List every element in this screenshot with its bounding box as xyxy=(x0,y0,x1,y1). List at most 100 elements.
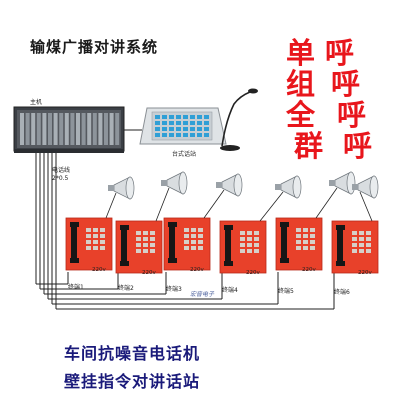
handset-icon xyxy=(337,227,343,263)
keypad-key xyxy=(184,246,189,250)
terminal-label: 终端5 xyxy=(278,287,294,295)
cable-label-line2: 2*0.5 xyxy=(52,175,69,182)
keypad-key xyxy=(93,246,98,250)
keypad-key xyxy=(191,234,196,238)
keypad-key xyxy=(143,243,148,247)
keypad-key xyxy=(86,234,91,238)
keypad-key xyxy=(254,249,259,253)
rack-slot xyxy=(70,113,75,145)
keypad-key xyxy=(86,228,91,232)
keypad-key xyxy=(247,237,252,241)
call-mode-char: 群 xyxy=(294,129,324,163)
keypad-key xyxy=(240,249,245,253)
desk-key xyxy=(169,127,174,131)
keypad-key xyxy=(366,243,371,247)
desk-key xyxy=(155,133,160,137)
desk-key xyxy=(162,121,167,125)
voltage-label: 220v xyxy=(246,270,260,276)
rack-slot xyxy=(48,113,52,145)
desk-station-label: 台式话站 xyxy=(172,150,196,158)
horn-speaker-icon xyxy=(161,171,188,195)
terminal-label: 终端3 xyxy=(166,285,182,293)
keypad-key xyxy=(310,234,315,238)
call-mode-char: 组 xyxy=(286,67,316,101)
keypad-key xyxy=(150,249,155,253)
keypad-key xyxy=(143,231,148,235)
bus-wires xyxy=(35,153,335,310)
watermark: 宏音电子 xyxy=(190,290,215,298)
rack-slot xyxy=(98,113,103,145)
handset-icon xyxy=(225,227,231,263)
handset-icon xyxy=(71,224,77,260)
keypad-key xyxy=(150,237,155,241)
desk-key xyxy=(183,115,188,119)
keypad-key xyxy=(100,246,105,250)
desk-key xyxy=(204,121,209,125)
desk-key xyxy=(155,115,160,119)
keypad-key xyxy=(352,243,357,247)
call-mode-column-right: 呼 呼 呼 呼 xyxy=(325,38,372,162)
rack-slot xyxy=(104,113,108,145)
keypad-key xyxy=(86,240,91,244)
horn-speaker-icon xyxy=(329,171,356,195)
desk-key xyxy=(176,127,181,131)
rack-slot xyxy=(76,113,80,145)
desk-key xyxy=(204,115,209,119)
desk-key xyxy=(190,133,195,137)
keypad-key xyxy=(198,246,203,250)
keypad-key xyxy=(184,234,189,238)
keypad-key xyxy=(184,240,189,244)
rack-slot xyxy=(64,113,69,145)
horn-speaker-icon xyxy=(352,175,379,199)
desk-key xyxy=(176,121,181,125)
keypad-key xyxy=(296,234,301,238)
terminal-label: 终端2 xyxy=(118,284,134,292)
terminals: 220v终端1220v终端2220v终端3220v终端4220v终端5220v终… xyxy=(65,171,379,296)
keypad-key xyxy=(310,246,315,250)
keypad-key xyxy=(143,237,148,241)
rack-slot xyxy=(87,113,92,145)
desk-station xyxy=(139,88,258,151)
keypad-key xyxy=(100,234,105,238)
keypad-key xyxy=(303,228,308,232)
call-mode-char: 呼 xyxy=(337,98,367,132)
keypad-key xyxy=(150,231,155,235)
keypad-key xyxy=(143,249,148,253)
voltage-label: 220v xyxy=(190,267,204,273)
keypad-key xyxy=(359,249,364,253)
keypad-key xyxy=(136,249,141,253)
desk-key xyxy=(183,127,188,131)
keypad-key xyxy=(198,240,203,244)
rack-slot xyxy=(42,113,47,145)
keypad-key xyxy=(352,249,357,253)
handset-icon xyxy=(121,227,127,263)
keypad-key xyxy=(100,228,105,232)
keypad-key xyxy=(254,243,259,247)
host-rack xyxy=(13,106,125,153)
keypad-key xyxy=(359,231,364,235)
rack-slot xyxy=(92,113,97,145)
keypad-key xyxy=(247,249,252,253)
desk-key xyxy=(162,133,167,137)
bottom-caption-1: 车间抗噪音电话机 xyxy=(64,344,201,363)
voltage-label: 220v xyxy=(358,270,372,276)
keypad-key xyxy=(366,237,371,241)
keypad-key xyxy=(93,234,98,238)
desk-key xyxy=(169,115,174,119)
desk-key xyxy=(190,115,195,119)
keypad-key xyxy=(191,228,196,232)
keypad-key xyxy=(198,228,203,232)
terminal-label: 终端1 xyxy=(68,283,84,291)
horn-speaker-icon xyxy=(216,173,243,197)
keypad-key xyxy=(240,243,245,247)
keypad-key xyxy=(366,249,371,253)
keypad-key xyxy=(136,243,141,247)
keypad-key xyxy=(247,231,252,235)
rack-slot xyxy=(81,113,86,145)
keypad-key xyxy=(296,228,301,232)
keypad-key xyxy=(310,228,315,232)
